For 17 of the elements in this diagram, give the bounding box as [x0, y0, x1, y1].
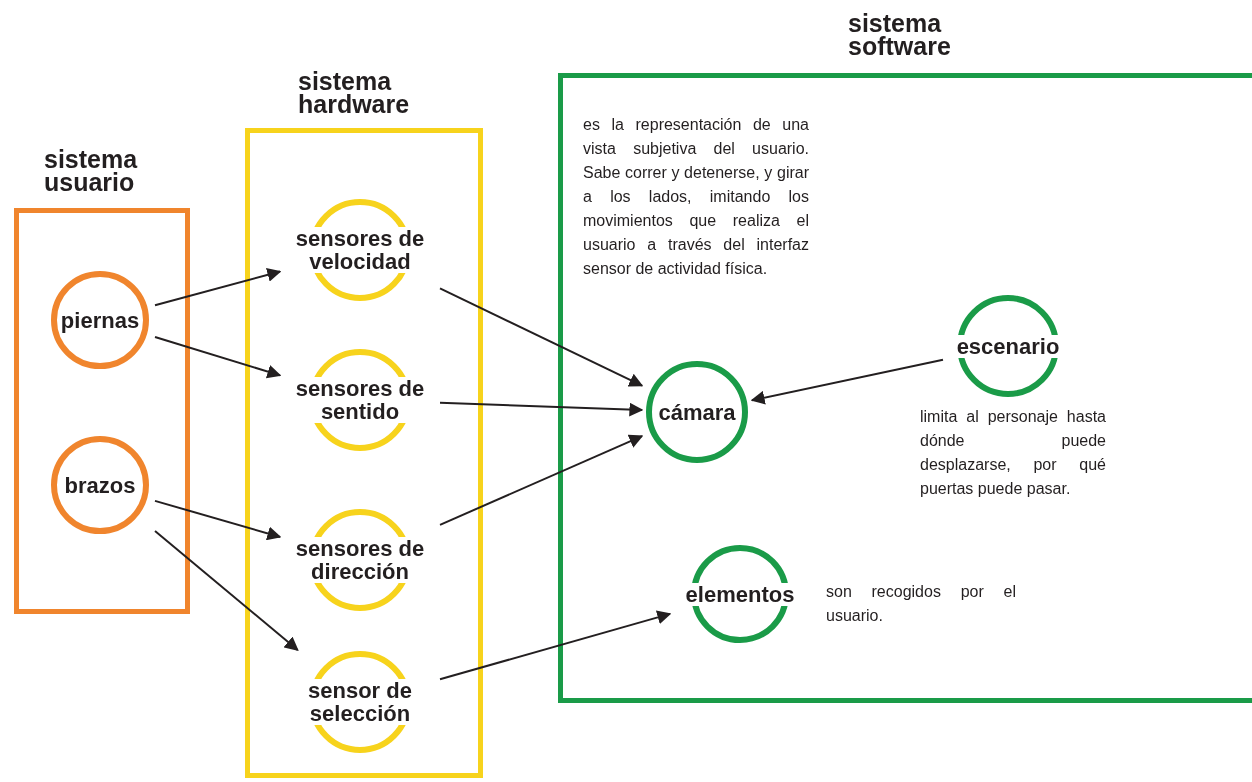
node-label: escenario	[954, 334, 1062, 358]
node-label: elementos	[683, 582, 797, 606]
group-heading: sistema hardware	[298, 70, 410, 116]
arrow	[439, 434, 644, 526]
arrow	[439, 610, 672, 681]
arrow	[154, 529, 299, 651]
description-text: limita al personaje hasta dónde puede desplazarse, por qué puertas puede pasar.	[920, 407, 1106, 499]
description-text: son recogidos por el usuario.	[826, 582, 1016, 626]
arrow	[439, 287, 644, 387]
arrow	[750, 358, 944, 405]
arrow	[439, 401, 644, 417]
arrow	[154, 268, 282, 307]
description-text: es la representación de una vista subjetiva del usuario. Sabe correr y detenerse, y girar a los lados, imitando los movimientos que realiza el usuario a través del interfaz sensor de actividad física.	[583, 115, 809, 279]
group-heading: sistema software	[848, 12, 951, 58]
group-heading: sistema usuario	[44, 148, 138, 194]
arrow	[154, 335, 282, 379]
arrow	[154, 499, 282, 541]
